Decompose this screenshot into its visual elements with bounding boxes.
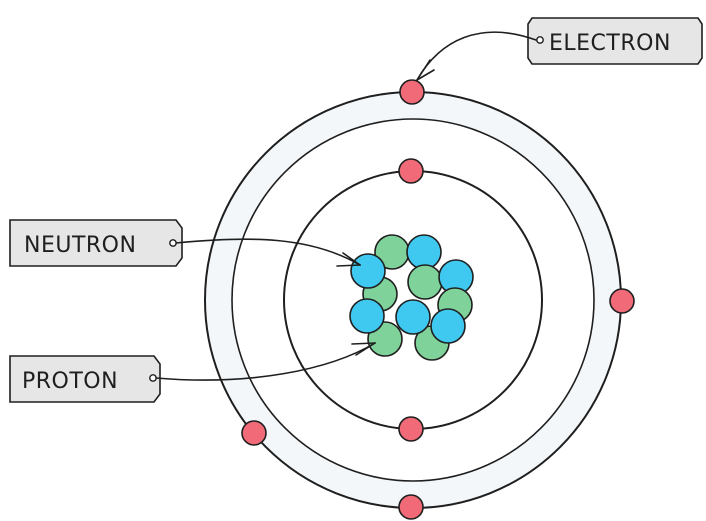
proton-label: PROTON: [9, 355, 161, 403]
neutron-label-text: NEUTRON: [24, 233, 136, 258]
nucleus: [349, 234, 474, 361]
proton-particle: [349, 298, 385, 334]
proton-particle: [350, 253, 386, 289]
electron-particle: [398, 494, 424, 520]
electrons: [241, 79, 635, 520]
proton-particle: [406, 234, 442, 270]
proton-label-text: PROTON: [22, 369, 118, 394]
proton-particle: [395, 299, 431, 335]
neutron-particle: [407, 264, 443, 300]
electron-connector-dot: [536, 36, 544, 44]
electron-label: ELECTRON: [527, 17, 703, 65]
proton-pointer: [155, 342, 376, 381]
electron-particle: [609, 288, 635, 314]
neutron-pointer: [175, 238, 361, 267]
electron-label-text: ELECTRON: [549, 31, 671, 56]
electron-particle: [398, 158, 424, 184]
proton-particle: [430, 308, 466, 344]
electron-particle: [398, 416, 424, 442]
electron-pointer: [416, 31, 537, 81]
electron-particle: [241, 420, 267, 446]
electron-particle: [399, 79, 425, 105]
neutron-label: NEUTRON: [9, 219, 183, 267]
